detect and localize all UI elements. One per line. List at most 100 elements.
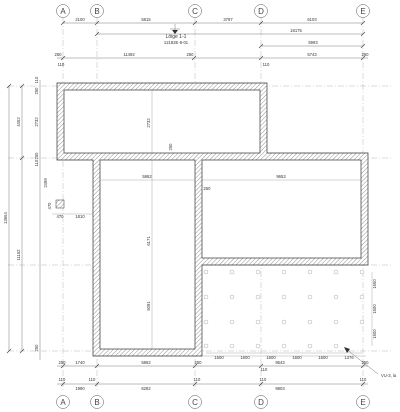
pile [359, 269, 365, 275]
pile [203, 343, 209, 349]
dim-bottom2-small-b: 110 [89, 377, 96, 382]
top-dimension-row-2: 18175 5993 [94, 28, 366, 49]
dim-bottom-c-e: 9543 [275, 360, 285, 365]
foundation-walls [56, 82, 369, 357]
top-dimension-row-3: 250 250 11492 5743 250 110 110 [55, 52, 370, 67]
pile [333, 269, 339, 275]
dim-top-span-main: 11492 [123, 52, 135, 57]
column-footing [55, 199, 65, 209]
pile [307, 343, 313, 349]
dim-pile-vertical-1: 1550 [372, 279, 377, 289]
pile [333, 319, 339, 325]
grid-label-d-top: D [258, 7, 264, 16]
dim-top-wall-c: 250 [187, 52, 195, 57]
grid-bubbles-bottom: A B C D E [56, 395, 370, 409]
dim-column-size: 470 [47, 202, 52, 210]
room-right [201, 159, 362, 259]
pile [307, 319, 313, 325]
dim-top-offset-a: 110 [58, 62, 65, 67]
grid-bubble-c-bottom [188, 395, 202, 409]
pile [203, 319, 209, 325]
dim-bottom2-b-c: 6282 [141, 386, 151, 391]
dim-bottom2-small-a: 110 [59, 377, 66, 382]
grid-label-e-top: E [360, 7, 365, 16]
dim-left-small-4: 110 [34, 159, 39, 166]
dim-left-small-1: 110 [34, 76, 39, 83]
grid-bubble-e-bottom [356, 395, 370, 409]
dim-left-upper: 4452 [16, 117, 21, 127]
callout-leader [345, 348, 379, 375]
callout: VU-3, la [344, 347, 397, 378]
grid-label-c-bottom: C [192, 398, 198, 407]
grid-bubble-e-top [356, 4, 370, 18]
left-dimensions: 13664 4452 11152 110 250 2732 250 110 24… [3, 76, 48, 360]
dim-pile-3: 1600 [266, 355, 276, 360]
dim-bottom-offset-d: 110 [261, 367, 268, 372]
dim-right-room-width: 9653 [276, 174, 286, 179]
callout-label: VU-3, la [381, 373, 397, 378]
pile [281, 294, 287, 300]
left-column-detail: 470 470 1810 [47, 199, 96, 219]
dim-left-small-2: 250 [34, 87, 39, 95]
room-upper-left [63, 89, 261, 154]
dim-bottom-a-b: 1740 [75, 360, 85, 365]
top-dimension-row-1: 2100 5815 3797 6103 [60, 17, 366, 26]
dim-bottom-wall-c: 250 [195, 360, 203, 365]
grid-bubble-d-top [254, 4, 268, 18]
dim-bottom2-small-e: 110 [360, 377, 367, 382]
grid-label-c-top: C [192, 7, 198, 16]
pile [281, 269, 287, 275]
grid-bubbles-top: A B C D E [56, 4, 370, 18]
pile [359, 319, 365, 325]
dim-right-room-wall: 250 [204, 186, 212, 191]
dim-pile-vertical-3: 1600 [372, 329, 377, 339]
dim-lower-room-width: 5862 [142, 174, 152, 179]
dim-pile-5: 1600 [318, 355, 328, 360]
section-mark: Lõige 1-1 12182E-6-01 [164, 24, 189, 45]
dim-top-d-e: 6103 [307, 17, 317, 22]
pile [203, 269, 209, 275]
dim-bottom-wall-a: 250 [59, 360, 67, 365]
dim-pile-vertical-2: 1600 [372, 304, 377, 314]
pile [229, 343, 235, 349]
pile [255, 294, 261, 300]
dim-left-small-3: 250 [34, 152, 39, 160]
pile [281, 319, 287, 325]
dim-left-inner-upper: 2732 [34, 117, 39, 127]
dim-lower-room-height-b: 5091 [146, 301, 151, 311]
grid-label-b-top: B [94, 7, 99, 16]
grid-bubble-b-bottom [90, 395, 104, 409]
dim-left-small-5: 250 [34, 344, 39, 352]
pile [203, 294, 209, 300]
dim-pile-2: 1600 [240, 355, 250, 360]
dim-upper-room-height: 2732 [146, 118, 151, 128]
pile [255, 319, 261, 325]
section-title: Lõige 1-1 [166, 34, 187, 40]
pile [359, 294, 365, 300]
pile [307, 269, 313, 275]
dim-left-inner-lower: 2499 [43, 178, 48, 188]
bottom-dimension-row-2: 110 110 110 110 110 1990 6282 9803 [57, 377, 368, 391]
grid-bubble-c-top [188, 4, 202, 18]
grid-bubble-b-top [90, 4, 104, 18]
dim-top-b-c: 5815 [141, 17, 151, 22]
grid-label-e-bottom: E [360, 398, 365, 407]
grid-label-a-bottom: A [60, 398, 66, 407]
pile-markers [203, 269, 365, 349]
grid-label-b-bottom: B [94, 398, 99, 407]
dim-pile-6: 1376 [344, 355, 354, 360]
pile [255, 269, 261, 275]
dim-top-c-d: 3797 [223, 17, 233, 22]
dim-bottom-b-c: 5862 [141, 360, 151, 365]
dim-top-a-b: 2100 [75, 17, 85, 22]
pile [333, 294, 339, 300]
dim-pile-1: 1500 [214, 355, 224, 360]
dim-bottom2-small-d: 110 [260, 377, 267, 382]
dim-pile-4: 1600 [292, 355, 302, 360]
pile [229, 294, 235, 300]
dim-left-lower: 11152 [16, 249, 21, 261]
dim-left-overall: 13664 [3, 212, 8, 224]
grid-label-a-top: A [60, 7, 66, 16]
grid-bubble-a-bottom [56, 395, 70, 409]
